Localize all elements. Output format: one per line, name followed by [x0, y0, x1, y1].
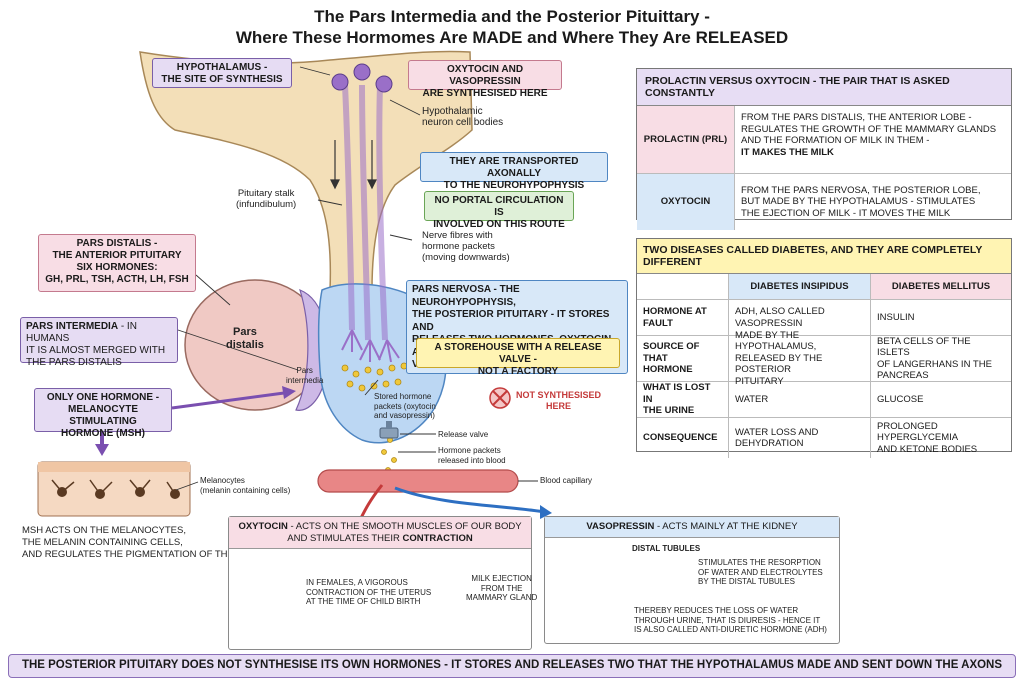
row-label-3: CONSEQUENCE	[637, 418, 729, 458]
row-a-1: MADE BY THE HYPOTHALAMUS, RELEASED BY TH…	[729, 330, 871, 387]
row-b-3: PROLONGED HYPERGLYCEMIA AND KETONE BODIE…	[877, 420, 978, 455]
nerve-fibres-label: Nerve fibres with hormone packets (movin…	[422, 230, 510, 263]
table-row: DIABETES INSIPIDUS DIABETES MELLITUS	[637, 274, 1011, 300]
row-b-2: GLUCOSE	[877, 393, 924, 405]
released-blood-label: Hormone packets released into blood	[438, 446, 506, 465]
oxy-vaso-box: OXYTOCIN AND VASOPRESSIN ARE SYNTHESISED…	[408, 60, 562, 99]
pars-intermedia-title: PARS INTERMEDIA	[26, 321, 119, 332]
table-row: SOURCE OF THAT HORMONE MADE BY THE HYPOT…	[637, 330, 1011, 387]
distal-tubules-label: DISTAL TUBULES	[632, 544, 701, 553]
pars-intermedia-text: - IN HUMANS IT IS ALMOST MERGED WITH THE…	[26, 321, 166, 368]
no-portal-box: NO PORTAL CIRCULATION IS INVOLVED ON THI…	[424, 191, 574, 230]
prolactin-oxytocin-table: PROLACTIN VERSUS OXYTOCIN - THE PAIR THA…	[636, 68, 1012, 230]
oxytocin-head-bold2: CONTRACTION	[402, 532, 473, 544]
vaso-panel-head: VASOPRESSIN - ACTS MAINLY AT THE KIDNEY	[545, 517, 839, 538]
oxytocin-head-bold: OXYTOCIN	[238, 521, 288, 532]
vaso-head-bold: VASOPRESSIN	[586, 521, 655, 532]
table-row: OXYTOCIN FROM THE PARS NERVOSA, THE POST…	[637, 174, 1011, 230]
skin-section	[37, 461, 199, 517]
blood-capillary	[317, 469, 519, 493]
pars-distalis-box: PARS DISTALIS - THE ANTERIOR PITUITARY S…	[38, 234, 196, 292]
storehouse-box: A STOREHOUSE WITH A RELEASE VALVE - NOT …	[416, 338, 620, 377]
col-mellitus: DIABETES MELLITUS	[871, 274, 1011, 299]
oxytocin-panel: OXYTOCIN - ACTS ON THE SMOOTH MUSCLES OF…	[228, 516, 532, 650]
blood-capillary-label: Blood capillary	[540, 476, 593, 485]
table-row: WHAT IS LOST IN THE URINE WATER GLUCOSE	[637, 382, 1011, 418]
table-row: HORMONE AT FAULT ADH, ALSO CALLED VASOPR…	[637, 300, 1011, 336]
vaso-reduce-text: THEREBY REDUCES THE LOSS OF WATER THROUG…	[634, 606, 827, 634]
hypothalamus-box: HYPOTHALAMUS - THE SITE OF SYNTHESIS	[152, 58, 292, 88]
not-synth-label: NOT SYNTHESISED HERE	[516, 390, 602, 411]
vaso-head-text: - ACTS MAINLY AT THE KIDNEY	[654, 521, 798, 532]
row-b-1: BETA CELLS OF THE ISLETS OF LANGERHANS I…	[877, 335, 992, 382]
pars-intermedia-label: Pars intermedia	[286, 366, 324, 385]
neuron-bodies-label: Hypothalamic neuron cell bodies	[422, 106, 504, 128]
vasopressin-panel: VASOPRESSIN - ACTS MAINLY AT THE KIDNEY	[544, 516, 840, 644]
page-title: The Pars Intermedia and the Posterior Pi…	[314, 7, 710, 26]
msh-description: MSH ACTS ON THE MELANOCYTES, THE MELANIN…	[22, 525, 259, 560]
prl-bold: IT MAKES THE MILK	[741, 146, 834, 158]
transported-box: THEY ARE TRANSPORTED AXONALLY TO THE NEU…	[420, 152, 608, 191]
table-row: CONSEQUENCE WATER LOSS AND DEHYDRATION P…	[637, 418, 1011, 458]
prolactin-table-head: PROLACTIN VERSUS OXYTOCIN - THE PAIR THA…	[637, 69, 1011, 106]
oxy-name: OXYTOCIN	[637, 174, 735, 230]
row-label-1: SOURCE OF THAT HORMONE	[637, 336, 729, 381]
row-b-0: INSULIN	[877, 311, 915, 323]
milk-text: MILK EJECTION FROM THE MAMMARY GLAND	[466, 574, 538, 602]
uterus-text: IN FEMALES, A VIGOROUS CONTRACTION OF TH…	[306, 578, 432, 606]
not-synthesised-icon	[489, 387, 511, 409]
diabetes-corner	[637, 274, 729, 299]
prl-name: PROLACTIN (PRL)	[637, 106, 735, 173]
pars-intermedia-box: PARS INTERMEDIA - IN HUMANS IT IS ALMOST…	[20, 317, 178, 368]
prl-text-cell: FROM THE PARS DISTALIS, THE ANTERIOR LOB…	[735, 106, 1011, 173]
bottom-summary-bar: THE POSTERIOR PITUITARY DOES NOT SYNTHES…	[8, 654, 1016, 678]
oxytocin-panel-head: OXYTOCIN - ACTS ON THE SMOOTH MUSCLES OF…	[229, 517, 531, 549]
col-insipidus: DIABETES INSIPIDUS	[729, 274, 871, 299]
row-a-2: WATER	[729, 382, 871, 417]
release-valve-label: Release valve	[438, 430, 489, 439]
diabetes-table-head: TWO DISEASES CALLED DIABETES, AND THEY A…	[637, 239, 1011, 274]
prl-text: FROM THE PARS DISTALIS, THE ANTERIOR LOB…	[741, 112, 997, 146]
page-subtitle: Where These Hormomes Are MADE and Where …	[235, 28, 789, 47]
row-label-2: WHAT IS LOST IN THE URINE	[637, 382, 729, 417]
pars-distalis-label: Pars distalis	[226, 326, 264, 351]
vaso-stim-text: STIMULATES THE RESORPTION OF WATER AND E…	[698, 558, 823, 586]
stored-packets-label: Stored hormone packets (oxytocin and vas…	[374, 392, 436, 420]
oxytocin-head-text: - ACTS ON THE SMOOTH MUSCLES OF OUR BODY…	[287, 521, 522, 544]
table-row: PROLACTIN (PRL) FROM THE PARS DISTALIS, …	[637, 106, 1011, 174]
melanocytes-label: Melanocytes (melanin containing cells)	[200, 476, 291, 495]
oxy-text: FROM THE PARS NERVOSA, THE POSTERIOR LOB…	[741, 184, 981, 219]
release-valve-icon	[379, 421, 399, 439]
row-a-0: ADH, ALSO CALLED VASOPRESSIN	[729, 300, 871, 335]
row-a-3: WATER LOSS AND DEHYDRATION	[729, 418, 871, 458]
row-label-0: HORMONE AT FAULT	[637, 300, 729, 335]
msh-box: ONLY ONE HORMONE - MELANOCYTE STIMULATIN…	[34, 388, 172, 439]
stalk-label: Pituitary stalk (infundibulum)	[236, 188, 297, 210]
diabetes-table: TWO DISEASES CALLED DIABETES, AND THEY A…	[636, 238, 1012, 458]
neuron-cell-bodies	[331, 63, 393, 93]
